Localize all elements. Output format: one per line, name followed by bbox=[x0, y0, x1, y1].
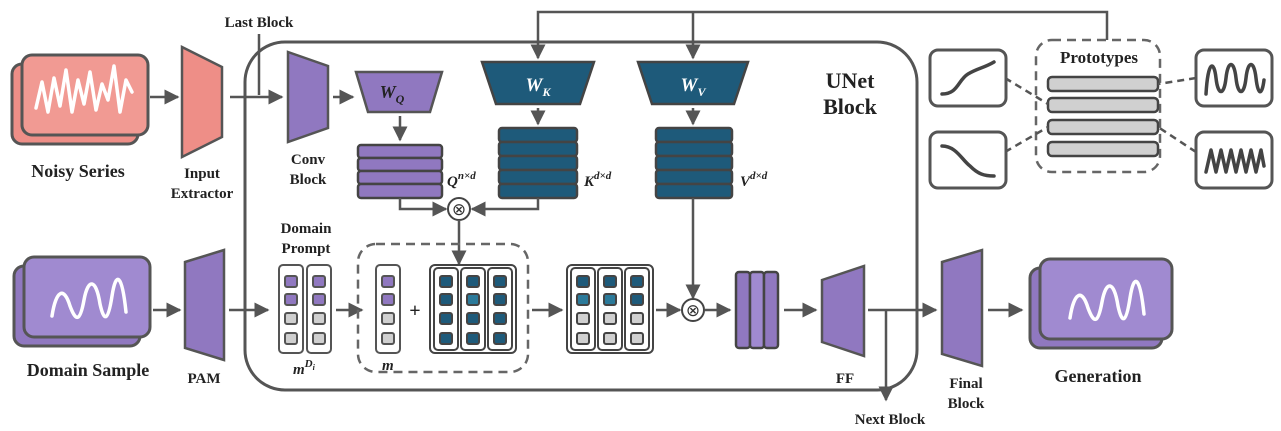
m-domain-label: mDi bbox=[293, 358, 316, 378]
v-multiply-operator bbox=[681, 298, 705, 322]
low-frequency-wave-icon bbox=[50, 277, 128, 319]
wv-label: WV bbox=[681, 75, 707, 99]
generation-stack bbox=[1028, 257, 1174, 350]
conv-block-label-2: Block bbox=[290, 172, 327, 188]
domain-sample-stack bbox=[12, 255, 152, 348]
v-multiply-symbol: ⊗ bbox=[686, 301, 700, 321]
high-frequency-wave-icon bbox=[34, 64, 134, 114]
prototypes-frame bbox=[1034, 38, 1162, 174]
attention-result-matrix bbox=[429, 264, 517, 354]
proto-falling-box bbox=[928, 130, 1008, 190]
domain-prompt-label-1: Domain bbox=[281, 221, 332, 237]
sine-wave-icon bbox=[1204, 62, 1266, 96]
noisy-series-stack bbox=[10, 53, 150, 146]
wk-label: WK bbox=[526, 75, 552, 99]
pam-block bbox=[183, 248, 226, 362]
final-block-label-1: Final bbox=[949, 376, 982, 392]
m-vector bbox=[375, 264, 401, 354]
input-extractor-label-1: Input bbox=[184, 166, 220, 182]
fast-oscillation-icon bbox=[1204, 148, 1266, 174]
combined-matrix bbox=[566, 264, 654, 354]
domain-prompt-label-2: Prompt bbox=[282, 241, 331, 257]
prototype-vectors bbox=[1046, 75, 1160, 158]
k-matrix bbox=[497, 126, 579, 200]
generation-label: Generation bbox=[1055, 366, 1142, 386]
input-extractor bbox=[180, 44, 224, 160]
final-block-label-2: Block bbox=[948, 396, 985, 412]
unet-label-1: UNet bbox=[826, 68, 876, 93]
conv-block bbox=[286, 50, 330, 144]
conv-block-label-1: Conv bbox=[291, 152, 326, 168]
pam-label: PAM bbox=[187, 371, 220, 387]
proto-sine-box bbox=[1194, 48, 1274, 108]
wv-projection bbox=[636, 60, 750, 106]
plus-symbol: + bbox=[409, 300, 420, 322]
proto-rising-box bbox=[928, 48, 1008, 108]
next-block-label: Next Block bbox=[855, 412, 926, 428]
v-matrix bbox=[654, 126, 734, 200]
falling-curve-icon bbox=[940, 144, 996, 178]
domain-prompt-matrix bbox=[278, 264, 332, 354]
v-dimension-label: Vd×d bbox=[740, 170, 768, 190]
wk-projection bbox=[480, 60, 596, 106]
prototype-feedback-lines bbox=[530, 10, 1109, 60]
prototype-dashed-links bbox=[1004, 76, 1197, 154]
m-label: m bbox=[382, 358, 394, 374]
wq-projection bbox=[354, 70, 444, 114]
ff-label: FF bbox=[836, 371, 854, 387]
attention-output-matrix bbox=[734, 270, 780, 350]
proto-fast-box bbox=[1194, 130, 1274, 190]
input-extractor-label-2: Extractor bbox=[171, 186, 234, 202]
unet-block-frame bbox=[243, 40, 919, 392]
unet-label-2: Block bbox=[823, 94, 878, 119]
prototypes-label: Prototypes bbox=[1060, 48, 1138, 67]
q-matrix bbox=[356, 143, 444, 200]
wq-label: WQ bbox=[380, 82, 405, 106]
ff-block bbox=[820, 264, 866, 358]
k-dimension-label: Kd×d bbox=[583, 170, 612, 190]
qk-multiply-symbol: ⊗ bbox=[452, 200, 466, 220]
concat-frame bbox=[356, 242, 530, 374]
final-block bbox=[940, 248, 984, 368]
noisy-series-label: Noisy Series bbox=[31, 161, 125, 181]
rising-curve-icon bbox=[940, 60, 996, 96]
domain-sample-label: Domain Sample bbox=[27, 360, 150, 380]
q-dimension-label: Qn×d bbox=[447, 170, 476, 190]
last-block-label: Last Block bbox=[225, 15, 294, 31]
generation-wave-icon bbox=[1068, 279, 1146, 321]
qk-to-multiply-lines bbox=[398, 198, 540, 217]
